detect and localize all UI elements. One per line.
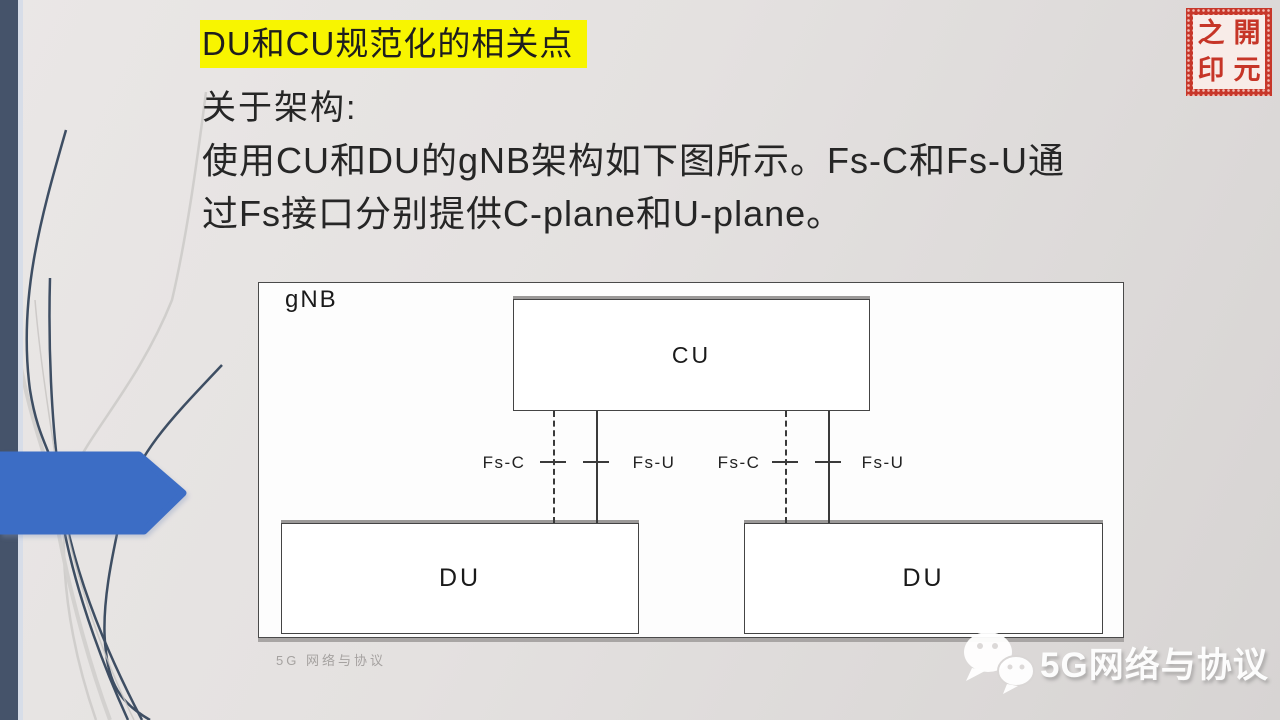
fs-c-label-left: Fs-C (482, 453, 526, 472)
fs-u-line-left (596, 411, 598, 523)
wechat-brand-watermark: 5G网络与协议 (958, 626, 1269, 698)
du-left-box-label: DU (438, 564, 482, 592)
gnb-label: gNB (285, 286, 338, 313)
du-right-box-label: DU (902, 564, 945, 592)
cu-box: CU (513, 299, 870, 411)
body-text-line-1: 使用CU和DU的gNB架构如下图所示。Fs-C和Fs-U通 (202, 140, 1065, 181)
red-seal-stamp: 之 開 印 元 (1186, 8, 1272, 96)
fs-c-line-left (553, 411, 555, 523)
fs-c-right-tick (772, 461, 798, 463)
brand-watermark-text: 5G网络与协议 (1040, 645, 1269, 685)
blue-arrow-decoration (0, 451, 187, 535)
fs-u-label-left: Fs-U (632, 453, 676, 472)
fs-u-left-tick (583, 461, 609, 463)
gnb-architecture-diagram: gNB CU DU DU Fs-C Fs-U Fs-C Fs-U (258, 282, 1124, 638)
body-text-line-2: 过Fs接口分别提供C-plane和U-plane。 (202, 193, 844, 234)
fs-u-right-tick (815, 461, 841, 463)
seal-characters: 之 開 印 元 (1193, 15, 1265, 89)
footer-watermark: 5G 网络与协议 (276, 653, 386, 668)
du-left-box: DU (281, 523, 639, 634)
seal-char-3: 印 (1197, 55, 1225, 85)
fs-c-label-right: Fs-C (717, 453, 761, 472)
fs-u-line-right (828, 411, 830, 523)
left-accent-bar (0, 0, 18, 720)
cu-box-label: CU (671, 341, 712, 368)
du-right-box: DU (744, 523, 1103, 634)
left-accent-strip (18, 0, 23, 720)
fs-c-left-tick (540, 461, 566, 463)
slide-subtitle: 关于架构: (202, 89, 358, 127)
wechat-icon (964, 632, 1035, 694)
seal-char-2: 開 (1233, 18, 1261, 48)
fs-c-line-right (785, 411, 787, 523)
seal-char-4: 元 (1233, 55, 1261, 85)
slide-title: DU和CU规范化的相关点 (200, 20, 588, 68)
fs-u-label-right: Fs-U (861, 453, 905, 472)
seal-char-1: 之 (1197, 18, 1225, 48)
